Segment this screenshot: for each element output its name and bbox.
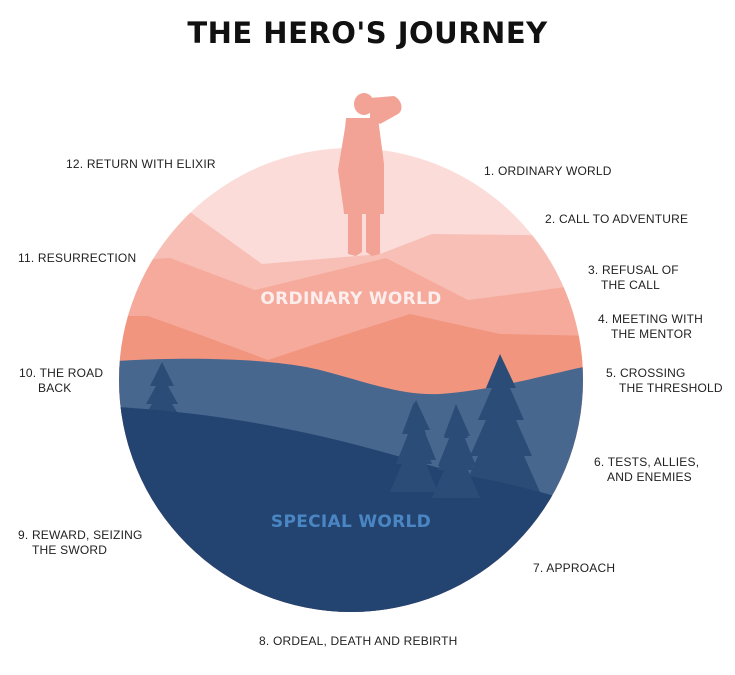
stage-8-label: 8. ORDEAL, DEATH AND REBIRTH [259,634,458,648]
pine-tree-icon [462,354,540,492]
stage-2-label: 2. CALL TO ADVENTURE [545,212,689,226]
hero-silhouette-icon [338,93,402,256]
pine-tree-icon [432,406,480,498]
stage-10-label: 10. THE ROAD BACK [19,366,104,395]
pine-tree-icon [390,402,438,492]
page-title: THE HERO'S JOURNEY [187,16,548,50]
stage-3-label: 3. REFUSAL OF THE CALL [588,263,679,292]
stage-12-label: 12. RETURN WITH ELIXIR [66,157,216,171]
stage-1-label: 1. ORDINARY WORLD [484,164,612,178]
special-world-label: SPECIAL WORLD [271,512,431,532]
stage-9-label: 9. REWARD, SEIZING THE SWORD [18,528,143,557]
stage-11-label: 11. RESURRECTION [18,251,137,265]
stage-6-label: 6. TESTS, ALLIES, AND ENEMIES [594,455,700,484]
stage-4-label: 4. MEETING WITH THE MENTOR [598,312,703,341]
stage-7-label: 7. APPROACH [533,561,616,575]
pine-tree-icon [142,362,182,420]
ordinary-world-label: ORDINARY WORLD [260,289,441,309]
stage-5-label: 5. CROSSING THE THRESHOLD [606,366,723,395]
